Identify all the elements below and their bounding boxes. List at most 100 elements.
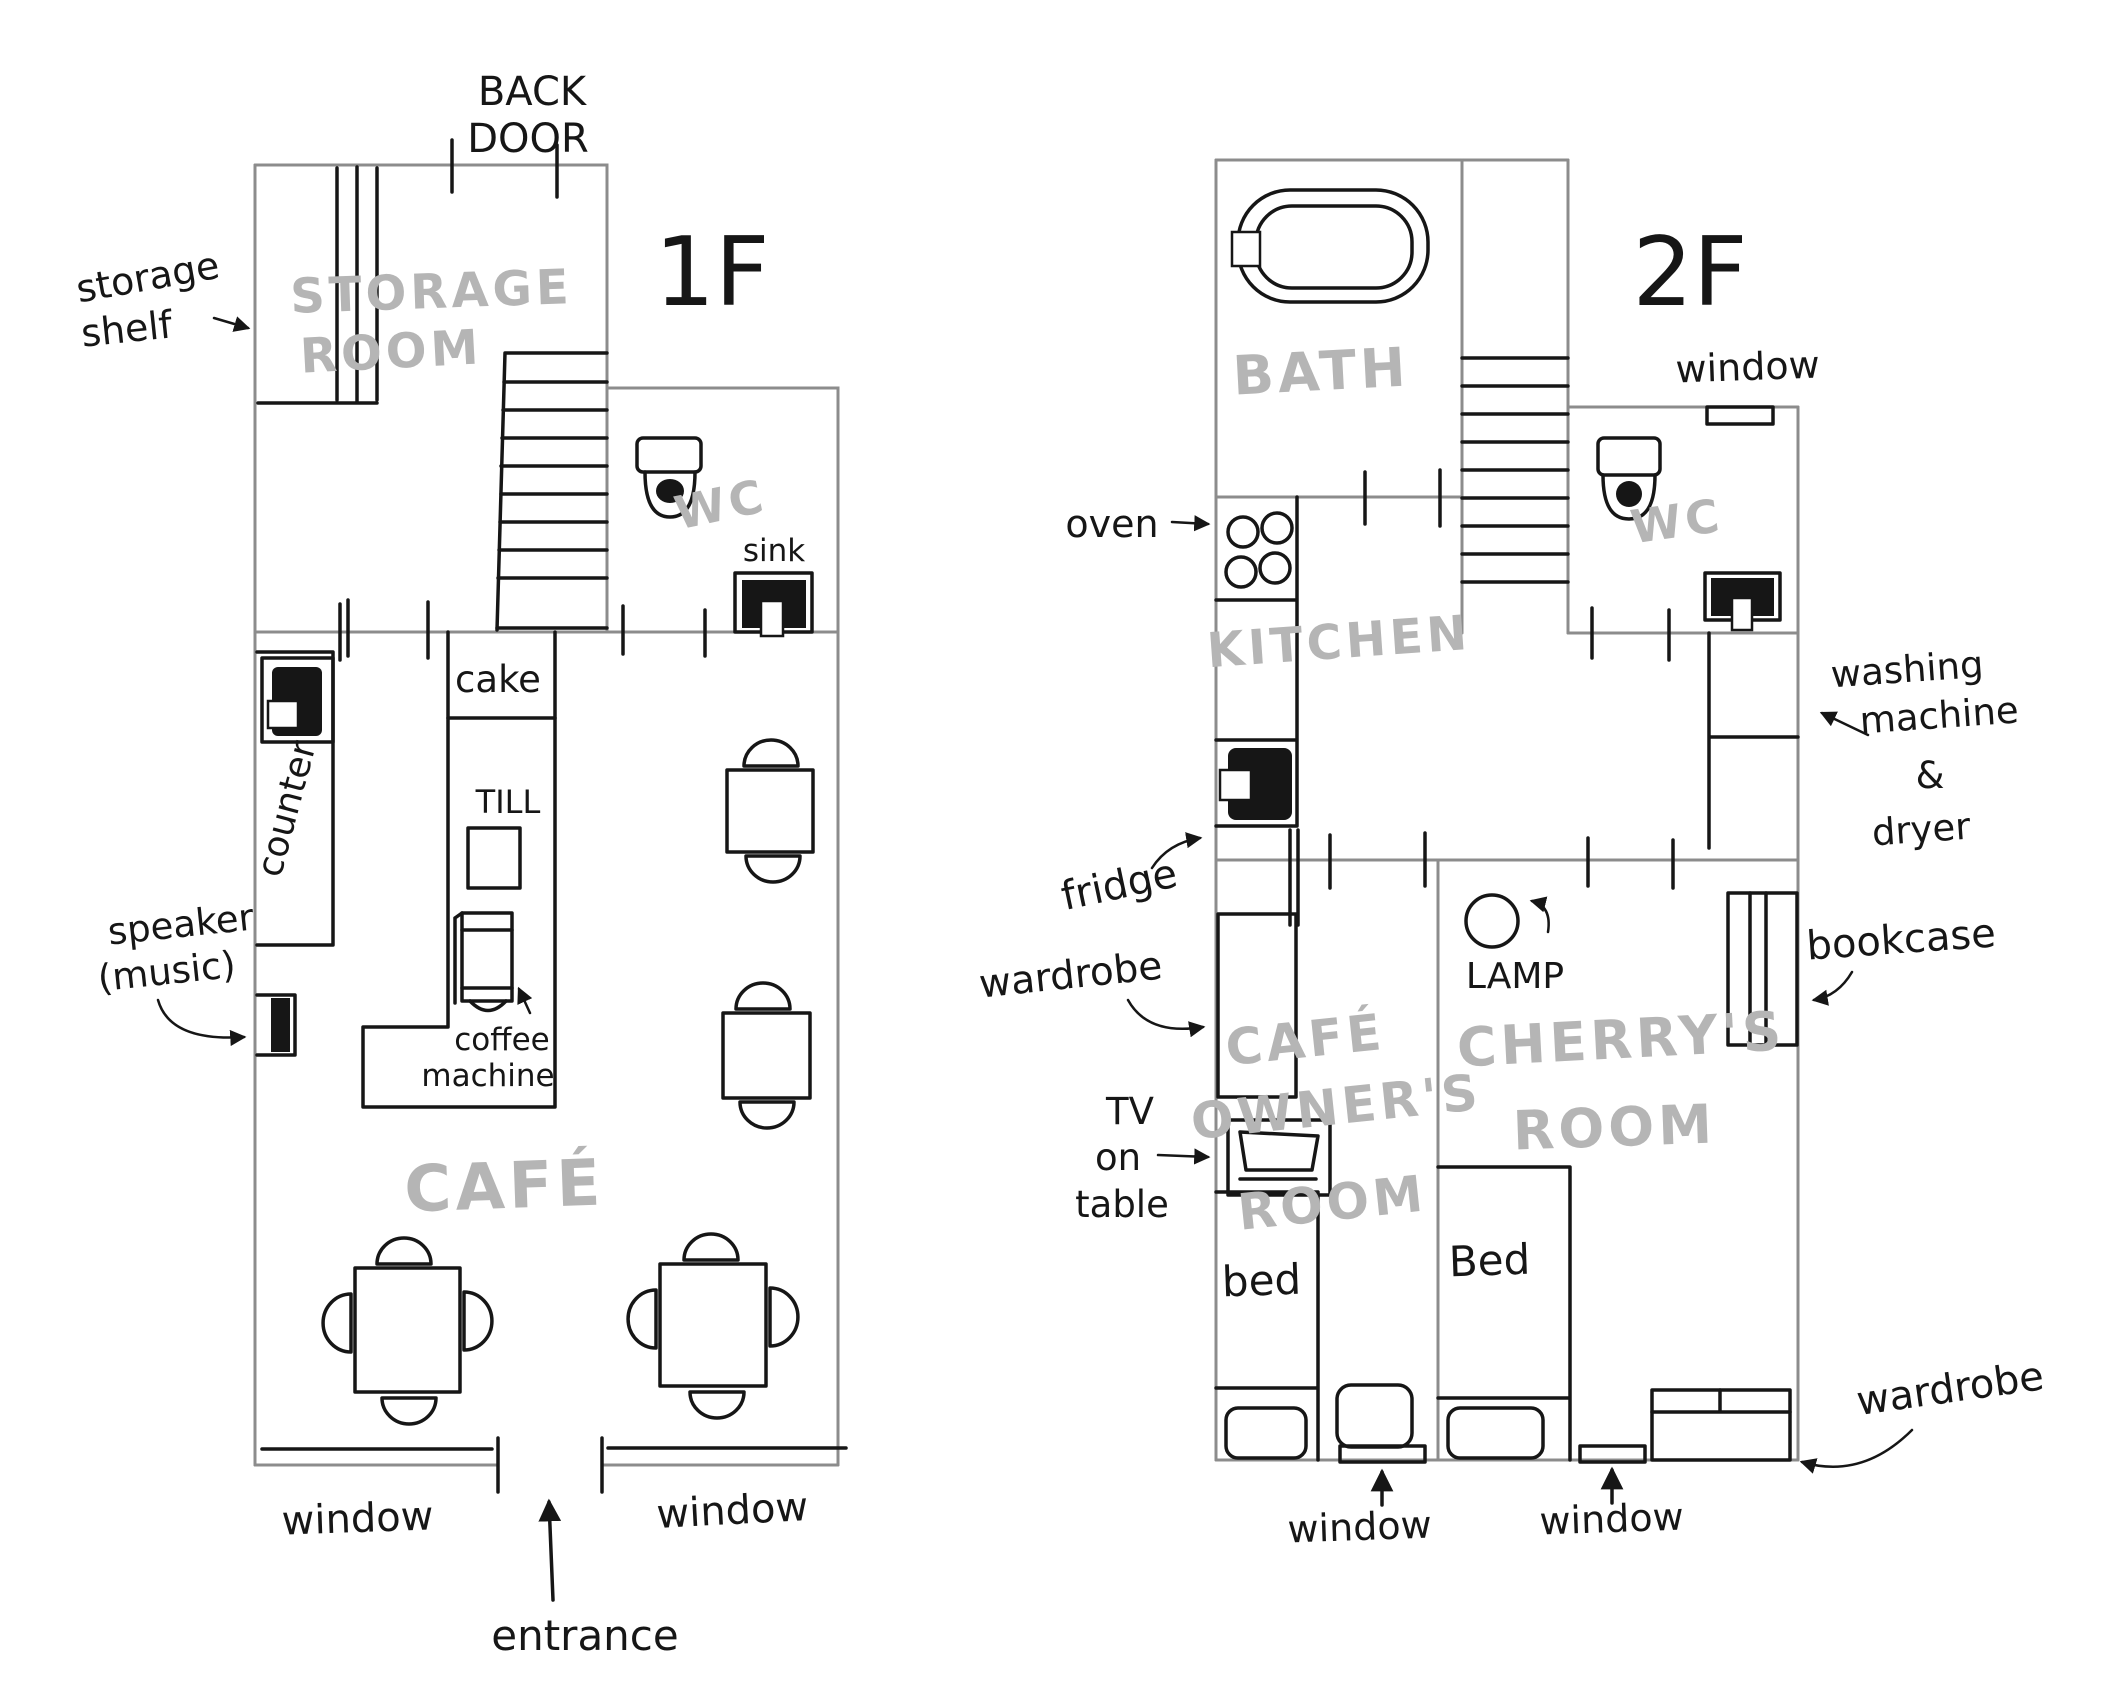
- back-door-label-1: BACK: [478, 69, 588, 115]
- storage-cafe-door: [338, 598, 430, 662]
- floor2-plan: 2F window BATH KITCHEN WC oven fridge wa…: [977, 158, 2047, 1552]
- counter-1f: [255, 650, 335, 947]
- bed-cherry-label: Bed: [1448, 1235, 1531, 1287]
- laundry-label-1: washing: [1829, 643, 1985, 697]
- bed-owner: [1214, 1190, 1320, 1462]
- fridge-label: fridge: [1057, 851, 1181, 920]
- wc-door-2f: [1590, 606, 1671, 662]
- sink-1f: [733, 571, 814, 638]
- stairs-2f-treads: [1460, 356, 1570, 584]
- wc-walls-1f: [605, 386, 840, 634]
- window-left-label-1f: window: [281, 1493, 434, 1544]
- toilet-1f: [635, 436, 703, 519]
- storage-room-walls: [253, 163, 609, 634]
- till: [466, 826, 522, 890]
- storage-shelf-label-1: storage: [73, 243, 223, 311]
- lamp-label: LAMP: [1466, 956, 1564, 997]
- stove-burners: [1224, 511, 1294, 589]
- window-right-2f: [1578, 1444, 1647, 1464]
- laundry-arrow: [1819, 711, 1870, 737]
- floor2-walls: [1214, 158, 1800, 1462]
- counter-outline: [255, 650, 335, 947]
- bed-cherry-pillow: [1446, 1406, 1545, 1460]
- laundry-label-3: &: [1916, 754, 1945, 797]
- table-four-seat-left: [321, 1236, 494, 1426]
- bed-owner-pillow: [1224, 1406, 1308, 1460]
- wardrobe-left-label: wardrobe: [977, 944, 1164, 1008]
- bookcase-arrow: [1811, 970, 1854, 1006]
- entrance-opening: [496, 1436, 604, 1494]
- window-right-label-1f: window: [655, 1484, 809, 1538]
- storage-room-label-1: STORAGE: [289, 259, 573, 325]
- coffee-machine-label-2: machine: [421, 1058, 554, 1094]
- bookcase-label: bookcase: [1805, 910, 1997, 969]
- sink-1f-towel: [759, 599, 785, 638]
- oven-label: oven: [1065, 502, 1158, 546]
- speaker-body: [271, 998, 290, 1052]
- cafe-wc-door: [621, 604, 707, 658]
- speaker-1f: [255, 993, 297, 1057]
- cherry-room-label-1: CHERRY'S: [1455, 999, 1786, 1079]
- bathtub: [1230, 188, 1430, 304]
- fridge-arrow: [1150, 832, 1203, 870]
- bath-label: BATH: [1231, 335, 1411, 407]
- hall-cushion: [1335, 1383, 1414, 1449]
- wardrobe-bottom-label: wardrobe: [1854, 1353, 2047, 1425]
- floor1-plan: BACK DOOR 1F storage shelf STORAGE ROOM …: [73, 69, 848, 1660]
- bed-owner-outline: [1214, 1190, 1320, 1462]
- kitchen-sink: [1228, 748, 1292, 820]
- table-two-seat-b: [721, 981, 812, 1130]
- toilet-tank: [635, 436, 703, 474]
- tv-label-1: TV: [1105, 1090, 1154, 1133]
- bed-cherry-outline: [1436, 1165, 1572, 1462]
- toilet-bowl: [1601, 473, 1657, 521]
- coffee-machine-lines: [453, 911, 514, 1005]
- tv-table: [1226, 1118, 1332, 1197]
- coffee-machine-label-1: coffee: [454, 1022, 550, 1058]
- bathtub-faucet: [1230, 230, 1262, 268]
- floor2-door-marks: [1288, 468, 1675, 927]
- cherry-room-door: [1586, 836, 1675, 890]
- kitchen-counter-lines: [1214, 495, 1299, 828]
- counter-machine-box: [260, 656, 335, 744]
- coffee-machine-base: [468, 999, 508, 1013]
- chairs: [321, 1236, 494, 1426]
- wc-label-1f: WC: [670, 468, 772, 540]
- toilet-tank: [1596, 436, 1662, 477]
- window-left-2f: [1338, 1444, 1427, 1464]
- wardrobe-cherry-lines: [1650, 1388, 1792, 1414]
- counter-machine-notch: [266, 699, 300, 730]
- storage-shelf: [256, 165, 379, 405]
- bed-owner-label: bed: [1221, 1255, 1302, 1307]
- cafe-label: CAFÉ: [403, 1145, 605, 1228]
- floor1-title: 1F: [654, 218, 769, 328]
- cake-label: cake: [455, 658, 541, 701]
- laundry-label-2: machine: [1858, 689, 2020, 743]
- stairs-1f: [495, 351, 609, 632]
- till-label: TILL: [475, 783, 541, 821]
- toilet-seat: [656, 479, 684, 503]
- tv-label-3: table: [1075, 1183, 1169, 1226]
- bookcase-shelves: [1748, 891, 1768, 1047]
- wardrobe-left-arrow: [1126, 998, 1206, 1038]
- lamp: [1464, 893, 1520, 949]
- floor2-title: 2F: [1632, 218, 1747, 328]
- cherry-room-label-2: ROOM: [1512, 1092, 1717, 1162]
- speaker-label-1: speaker: [106, 895, 257, 953]
- sink-2f: [1703, 571, 1782, 632]
- table-two-seat-a: [725, 738, 815, 884]
- bookcase-outline: [1726, 891, 1799, 1047]
- stairs-1f-edge: [495, 351, 609, 632]
- speaker-arrow: [156, 998, 247, 1047]
- toilet-bowl: [643, 470, 697, 519]
- toilet-seat: [1616, 481, 1642, 507]
- floor1-door-marks: [338, 138, 707, 1494]
- wardrobe-bottom-arrow: [1799, 1428, 1914, 1474]
- tv-label-2: on: [1095, 1136, 1141, 1179]
- back-door-label-2: DOOR: [467, 116, 589, 162]
- tv-on-table: [1226, 1118, 1332, 1197]
- lamp-arrow: [1529, 896, 1550, 934]
- service-island: [361, 630, 557, 1109]
- owner-room-label-3: ROOM: [1235, 1164, 1429, 1241]
